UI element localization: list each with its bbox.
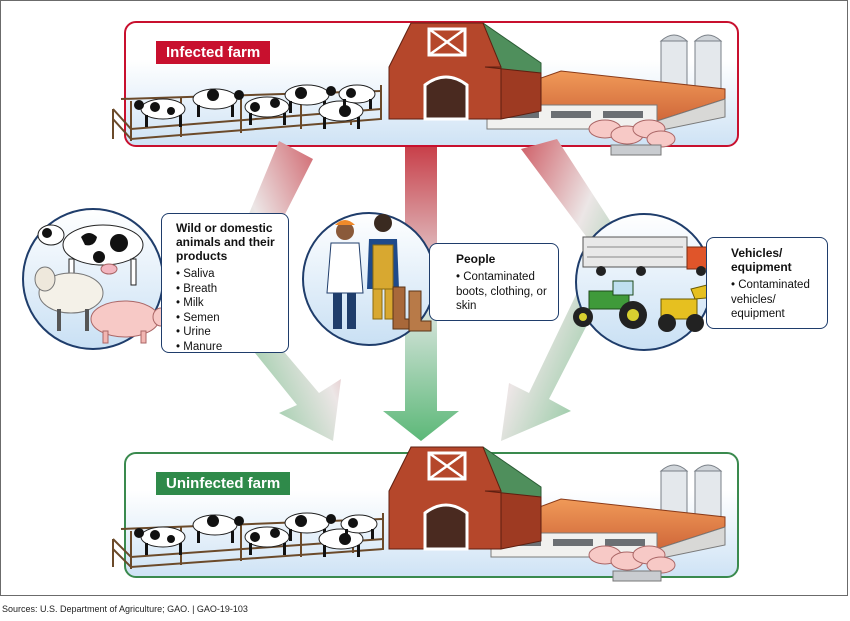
list-item: Saliva <box>176 267 280 282</box>
arrow-right <box>501 139 627 441</box>
livestock-truck-icon <box>582 236 718 276</box>
animals-title: Wild or domestic animals and their produ… <box>176 221 275 263</box>
animals-circle <box>22 208 170 350</box>
boots-icon <box>392 286 432 332</box>
people-title: People <box>456 252 496 266</box>
infected-farm-illustration <box>112 22 726 156</box>
barn-icon <box>388 446 542 551</box>
veterinarian-icon <box>326 220 364 329</box>
list-item: Manure <box>176 340 280 355</box>
pig-group-icon <box>588 545 676 582</box>
fence-icon <box>112 85 382 141</box>
dairy-cow-icon <box>37 224 144 286</box>
vehicles-title: Vehicles/ equipment <box>731 246 792 274</box>
uninfected-farm-label: Uninfected farm <box>156 472 291 495</box>
animals-info-box: Wild or domestic animals and their produ… <box>161 213 289 353</box>
silo-icon <box>659 34 723 90</box>
cow-herd-icon <box>134 84 376 129</box>
livestock-shed-icon <box>490 498 726 560</box>
infected-farm-label: Infected farm <box>156 41 271 64</box>
people-circle <box>302 212 436 346</box>
list-item: Milk <box>176 296 280 311</box>
source-note: Sources: U.S. Department of Agriculture;… <box>2 604 248 614</box>
tractor-icon <box>573 280 647 329</box>
list-item: Contaminated vehicles/ equipment <box>731 278 821 322</box>
figure-frame: Infected farm Uninfected farm <box>0 0 848 596</box>
farmer-icon <box>367 214 399 320</box>
scene-illustration <box>22 22 726 582</box>
people-list: Contaminated boots, clothing, or skin <box>456 270 550 314</box>
sheep-icon <box>34 266 104 331</box>
list-item: Urine <box>176 325 280 340</box>
barn-icon <box>388 22 542 121</box>
list-item: Semen <box>176 311 280 326</box>
people-info-box: People Contaminated boots, clothing, or … <box>429 243 559 321</box>
vehicles-list: Contaminated vehicles/ equipment <box>731 278 821 322</box>
livestock-shed-icon <box>486 70 726 132</box>
animals-list: Saliva Breath Milk Semen Urine Manure <box>176 267 280 354</box>
uninfected-farm-illustration <box>112 446 726 582</box>
list-item: Contaminated boots, clothing, or skin <box>456 270 550 314</box>
vehicles-circle <box>573 213 718 351</box>
vehicles-info-box: Vehicles/ equipment Contaminated vehicle… <box>706 237 828 329</box>
pig-group-icon <box>588 119 676 156</box>
cow-herd-icon <box>134 512 378 557</box>
list-item: Breath <box>176 282 280 297</box>
